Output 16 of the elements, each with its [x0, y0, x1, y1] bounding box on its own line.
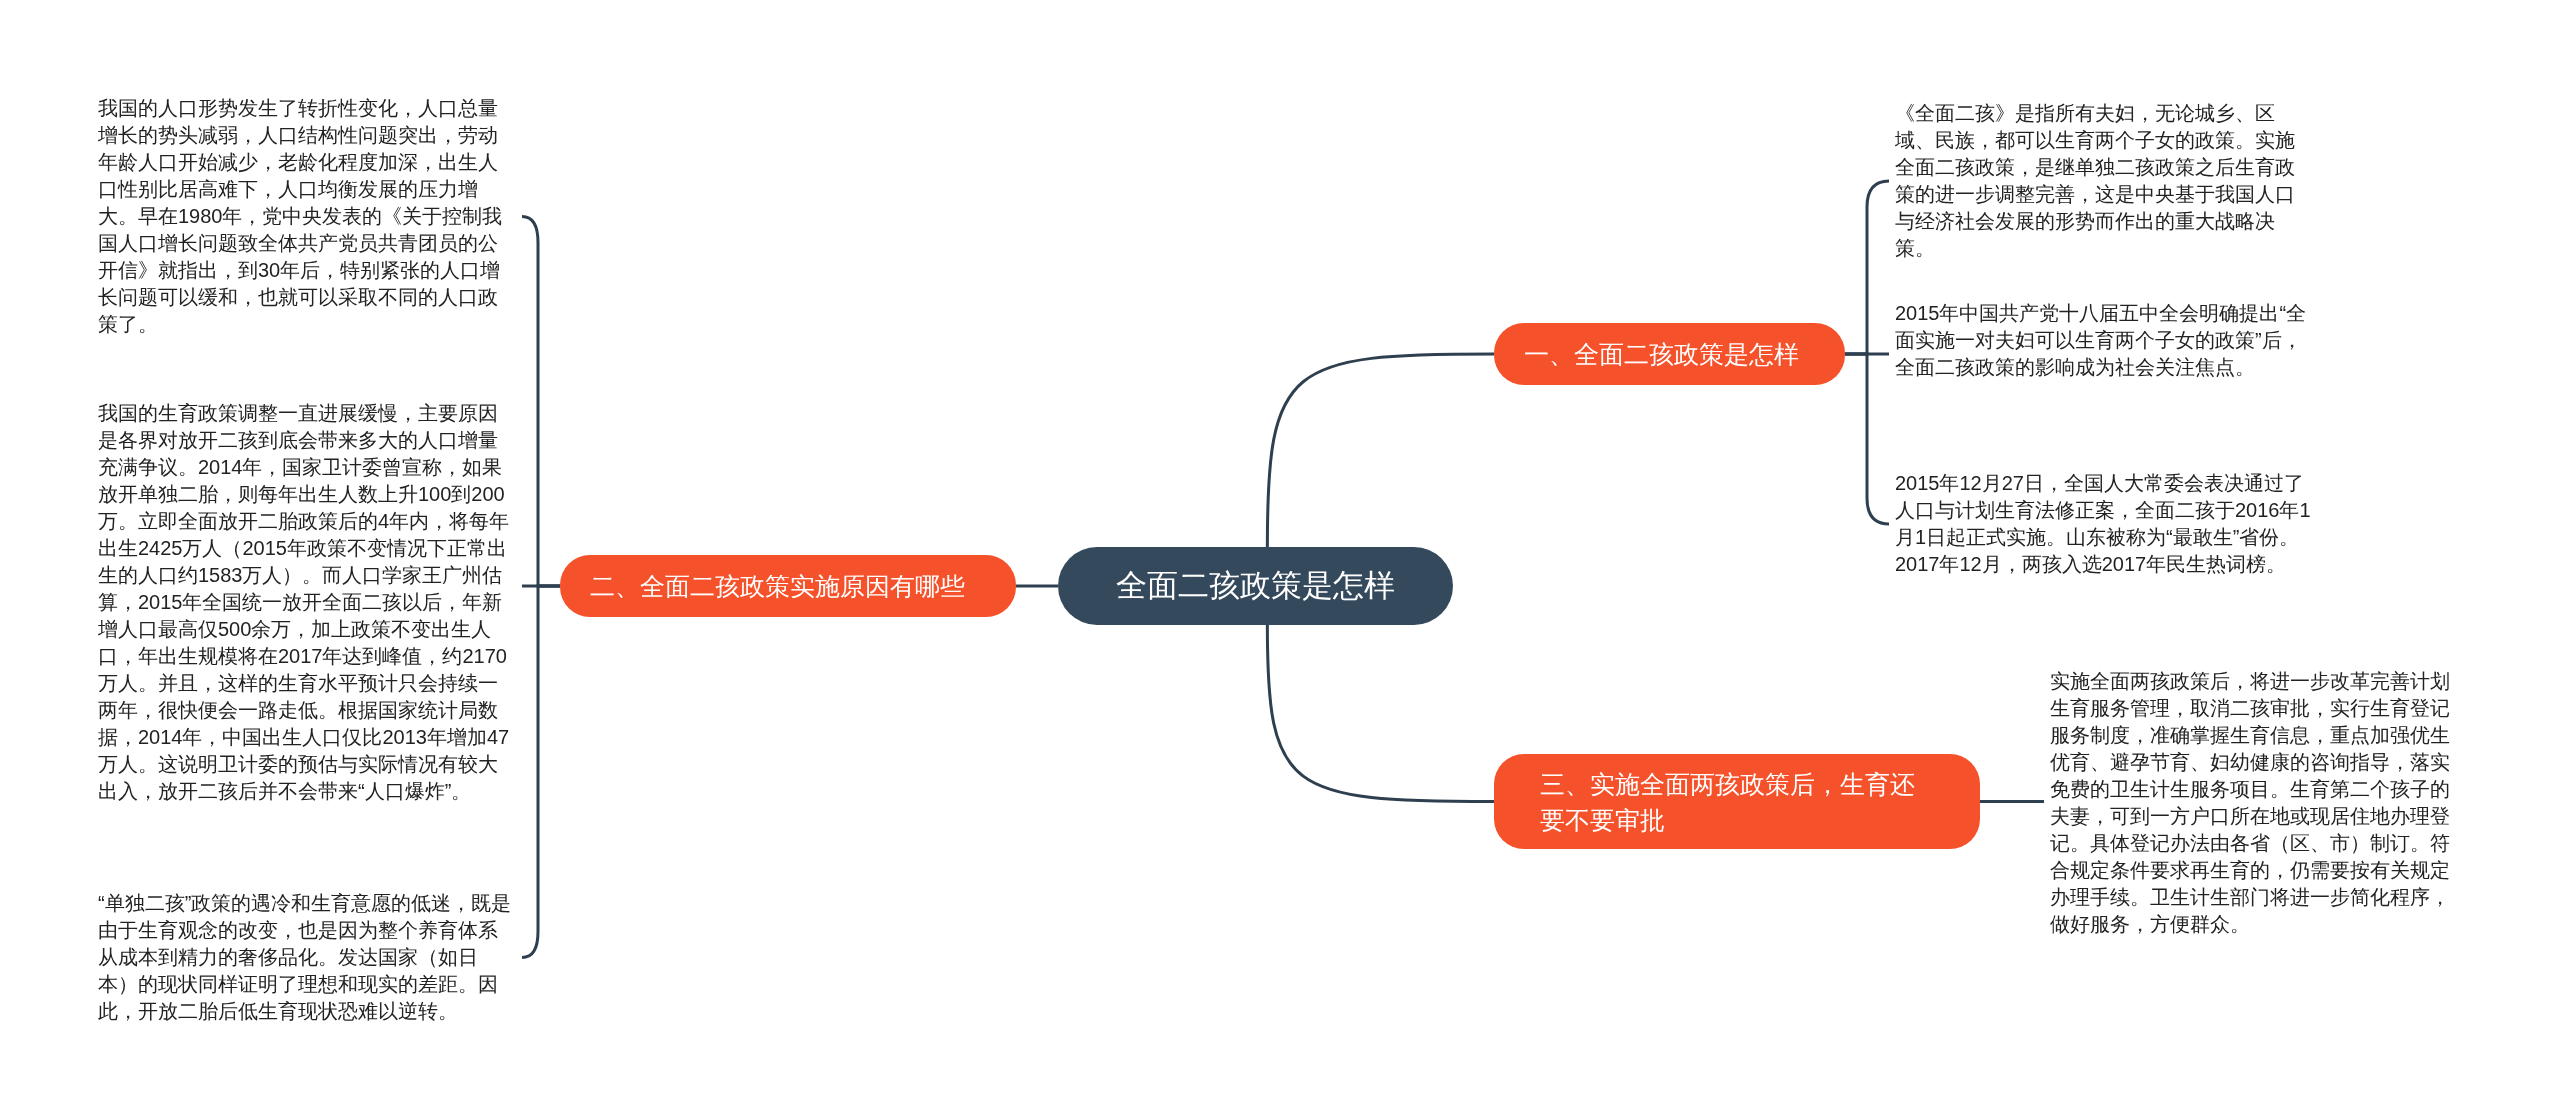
branch-topic: 二、全面二孩政策实施原因有哪些: [560, 555, 1016, 617]
note-text: 2015年中国共产党十八届五中全会明确提出“全面实施一对夫妇可以生育两个子女的政策”后，全面二孩政策的影响成为社会关注焦点。: [1895, 300, 2313, 381]
branch-topic: 三、实施全面两孩政策后，生育还要不要审批: [1494, 754, 1980, 849]
note-text: “单独二孩”政策的遇冷和生育意愿的低迷，既是由于生育观念的改变，也是因为整个养育体系从成本到精力的奢侈品化。发达国家（如日本）的现状同样证明了理想和现实的差距。因此，开放二胎后低生育现状恐难以逆转。: [98, 890, 516, 1025]
note-text: 实施全面两孩政策后，将进一步改革完善计划生育服务管理，取消二孩审批，实行生育登记服务制度，准确掌握生育信息，重点加强优生优育、避孕节育、妇幼健康的咨询指导，落实免费的卫生计生服务项目。生育第二个孩子的夫妻，可到一方户口所在地或现居住地办理登记。具体登记办法由各省（区、市）制订。符合规定条件要求再生育的，仍需要按有关规定办理手续。卫生计生部门将进一步简化程序，做好服务，方便群众。: [2050, 668, 2468, 938]
connector-line: [1265, 352, 1494, 547]
note-text: 我国的生育政策调整一直进展缓慢，主要原因是各界对放开二孩到底会带来多大的人口增量充满争议。2014年，国家卫计委曾宣称，如果放开单独二胎，则每年出生人数上升100到200万。立即全面放开二胎政策后的4年内，将每年出生2425万人（2015年政策不变情况下正常出生的人口约1583万人）。而人口学家王广州估算，2015年全国统一放开全面二孩以后，年新增人口最高仅500余万，加上政策不变出生人口，年出生规模将在2017年达到峰值，约2170万人。并且，这样的生育水平预计只会持续一两年，很快便会一路走低。根据国家统计局数据，2014年，中国出生人口仅比2013年增加47万人。这说明卫计委的预估与实际情况有较大出入，放开二孩后并不会带来“人口爆炸”。: [98, 400, 516, 805]
note-text: 《全面二孩》是指所有夫妇，无论城乡、区域、民族，都可以生育两个子女的政策。实施全面二孩政策，是继单独二孩政策之后生育政策的进一步调整完善，这是中央基于我国人口与经济社会发展的形势而作出的重大战略决策。: [1895, 100, 2313, 262]
branch-topic: 一、全面二孩政策是怎样: [1494, 323, 1845, 385]
connector-line: [1016, 584, 1058, 588]
connector-line: [521, 584, 560, 959]
connector-line: [1265, 624, 1494, 803]
central-topic: 全面二孩政策是怎样: [1058, 547, 1453, 625]
connector-line: [1980, 800, 2044, 803]
note-text: 我国的人口形势发生了转折性变化，人口总量增长的势头减弱，人口结构性问题突出，劳动年龄人口开始减少，老龄化程度加深，出生人口性别比居高难下，人口均衡发展的压力增大。早在1980年，党中央发表的《关于控制我国人口增长问题致全体共产党员共青团员的公开信》就指出，到30年后，特别紧张的人口增长问题可以缓和，也就可以采取不同的人口政策了。: [98, 95, 516, 338]
note-text: 2015年12月27日，全国人大常委会表决通过了人口与计划生育法修正案，全面二孩于2016年1月1日起正式实施。山东被称为“最敢生”省份。2017年12月，两孩入选2017年民生热词榜。: [1895, 470, 2313, 578]
